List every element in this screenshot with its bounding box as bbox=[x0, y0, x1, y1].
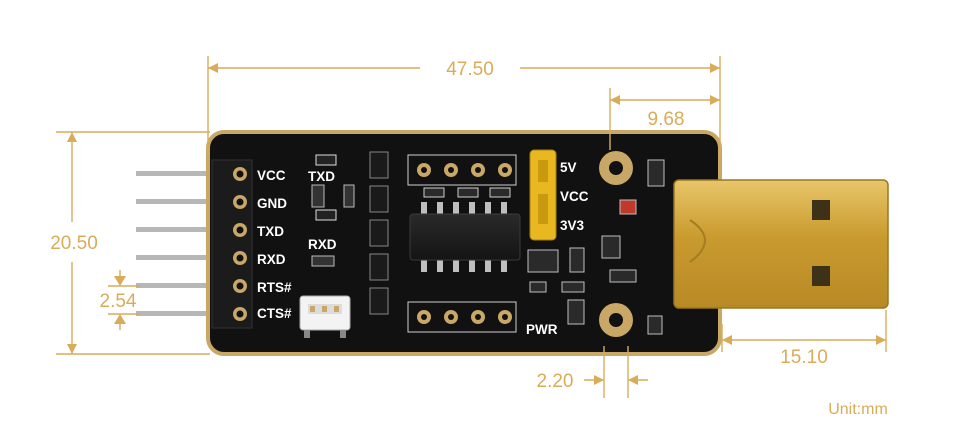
dimension-pin-pitch-label: 2.54 bbox=[100, 291, 137, 312]
jumper-label-3v3: 3V3 bbox=[560, 218, 585, 233]
pin-label-txd: TXD bbox=[257, 224, 284, 239]
jumper-label-vcc: VCC bbox=[560, 189, 589, 204]
usb-a-plug bbox=[673, 179, 889, 309]
pin-label-gnd: GND bbox=[257, 196, 287, 211]
smd-resistor bbox=[343, 184, 355, 208]
smd-resistor bbox=[311, 184, 325, 208]
dimension-usb-offset-label: 9.68 bbox=[648, 109, 685, 130]
power-led-label: PWR bbox=[526, 322, 558, 337]
led-label-txd: TXD bbox=[308, 169, 335, 184]
voltage-jumper bbox=[529, 149, 557, 241]
mounting-hole-top bbox=[599, 151, 633, 185]
bottom-header-pads bbox=[407, 301, 517, 333]
dimension-length-label: 47.50 bbox=[446, 59, 494, 80]
jumper-label-5v: 5V bbox=[560, 160, 577, 175]
txd-led bbox=[315, 154, 337, 166]
pin-label-vcc: VCC bbox=[257, 168, 286, 183]
unit-label: Unit:mm bbox=[828, 401, 888, 418]
smd-transistor-strip bbox=[369, 151, 389, 315]
pin-header-housing bbox=[211, 159, 253, 329]
pin-label-rts: RTS# bbox=[257, 280, 292, 295]
dimension-width-label: 20.50 bbox=[50, 233, 98, 254]
jst-connector bbox=[299, 295, 351, 338]
smd-components bbox=[527, 159, 665, 335]
resistor-row bbox=[423, 187, 511, 198]
dimension-usb-length-label: 15.10 bbox=[780, 347, 828, 368]
led-label-rxd: RXD bbox=[308, 237, 337, 252]
usb-uart-chip bbox=[409, 202, 521, 272]
dimension-mount-hole-label: 2.20 bbox=[537, 371, 574, 392]
dimension-arrowheads bbox=[67, 63, 886, 385]
pin-header-pins bbox=[136, 171, 212, 316]
top-header-pads bbox=[407, 154, 517, 186]
mounting-hole-bottom bbox=[599, 303, 633, 337]
rxd-led bbox=[315, 209, 337, 221]
pin-label-rxd: RXD bbox=[257, 252, 286, 267]
dimension-lines bbox=[56, 56, 887, 398]
smd-resistor bbox=[311, 255, 335, 267]
pin-label-cts: CTS# bbox=[257, 306, 292, 321]
